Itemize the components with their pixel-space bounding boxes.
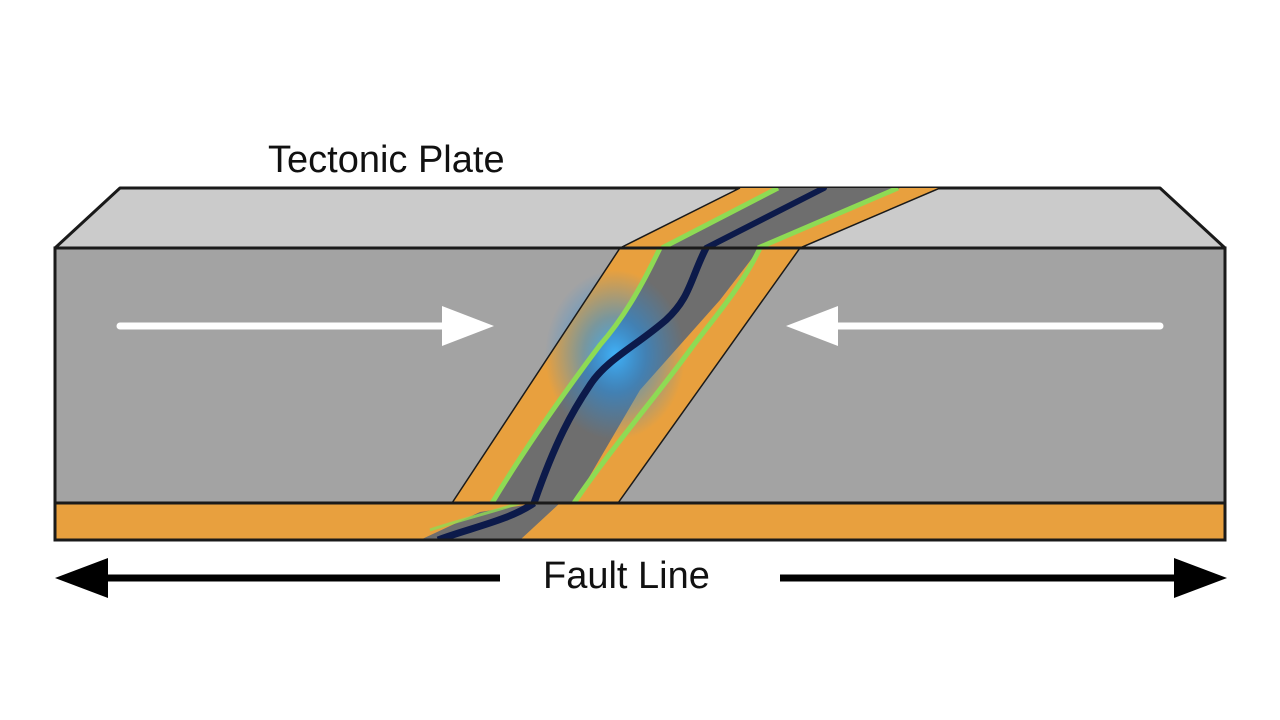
fault-line-label: Fault Line (543, 555, 710, 597)
top-green-band-left (660, 188, 780, 248)
base-sediment-outline (53, 501, 1227, 542)
tectonic-plate-label: Tectonic Plate (268, 139, 505, 181)
double-headed-arrow-icon (55, 558, 1227, 598)
front-green-band-left (489, 248, 663, 503)
top-green-band-right (757, 188, 899, 248)
front-green-band-right (571, 248, 763, 503)
arrow-right-icon (116, 306, 494, 346)
top-fault-line (703, 188, 827, 248)
base-sediment-layer (55, 503, 1225, 540)
arrow-left-icon (786, 306, 1164, 346)
top-face-fault-bands (619, 188, 941, 248)
front-face-fault-bands (451, 248, 801, 503)
top-fault-zone (660, 188, 900, 248)
front-fault-line (530, 248, 710, 503)
base-fault-crack (420, 503, 560, 540)
